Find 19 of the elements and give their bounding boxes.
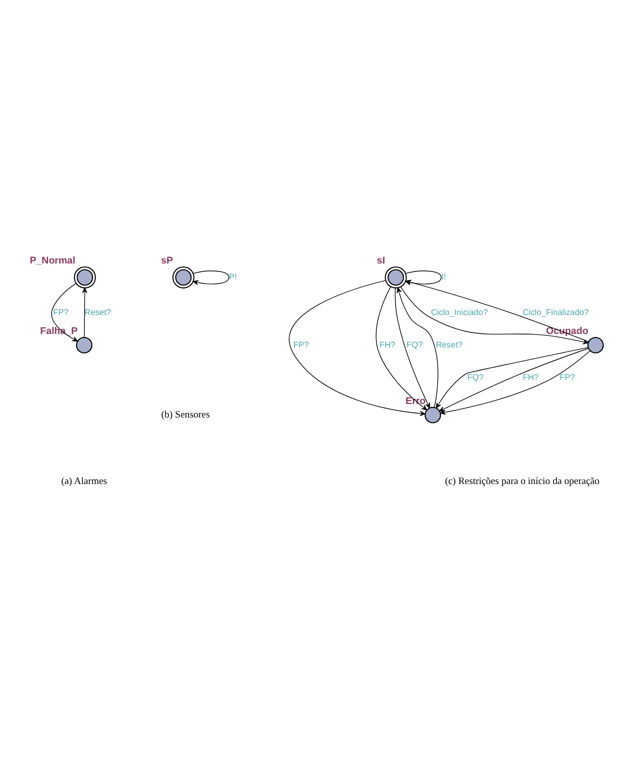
node-label: sP — [161, 255, 173, 266]
edge-label: FH? — [522, 371, 539, 382]
node-label: sI — [376, 255, 386, 266]
edge-label: Reset? — [84, 306, 112, 316]
edge-label: FH? — [379, 338, 396, 349]
label: (c) Restrições para o início da operação — [444, 476, 600, 487]
edge-label: FP? — [293, 338, 309, 349]
edge-label: Ciclo_Iniciado? — [430, 306, 488, 316]
edge-label: I! — [441, 271, 446, 282]
edge-label: P! — [229, 271, 237, 282]
edge-label: FP? — [560, 371, 575, 382]
edge-label: Reset? — [436, 338, 463, 349]
node-label: P_Normal — [30, 255, 76, 266]
label: (b) Sensores — [161, 409, 210, 420]
label: (a) Alarmes — [61, 476, 108, 487]
edge-label: FQ? — [467, 371, 484, 382]
edge-label: Ciclo_Finalizado? — [522, 306, 589, 316]
edge-label: FP? — [53, 306, 68, 316]
edge-label: FQ? — [406, 338, 423, 349]
